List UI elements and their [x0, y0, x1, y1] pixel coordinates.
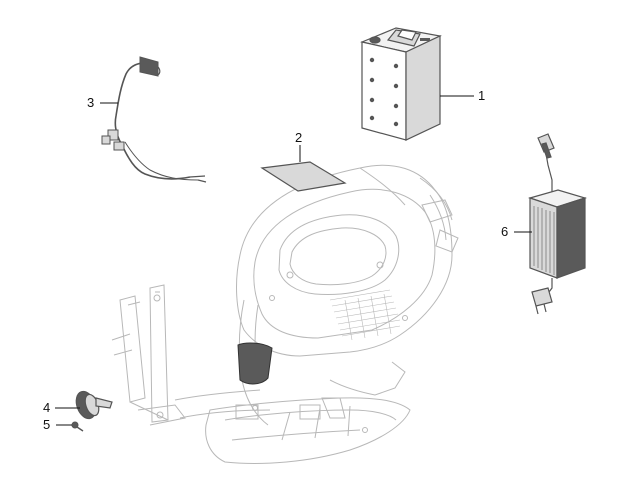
battery-part-1: [360, 27, 442, 141]
callout-6: 6: [501, 224, 509, 239]
charger-part-6: [527, 133, 588, 315]
scooter-underbody-ghost: [174, 164, 459, 464]
horn-part-4: [75, 390, 113, 420]
glovebox-recess: [237, 342, 273, 385]
harness-connectors: [101, 56, 159, 151]
callout-2: 2: [295, 130, 303, 145]
screw-part-5: [71, 421, 84, 432]
callout-5: 5: [43, 417, 51, 432]
leader-lines: [55, 95, 532, 426]
callout-3: 3: [87, 95, 95, 110]
callout-1: 1: [478, 88, 486, 103]
floor-grille-hatch: [329, 289, 401, 341]
wiring-harness-part-3: [114, 62, 207, 183]
callout-4: 4: [43, 400, 51, 415]
steering-frame-ghost: [111, 284, 186, 426]
pad-part-2: [260, 161, 347, 192]
